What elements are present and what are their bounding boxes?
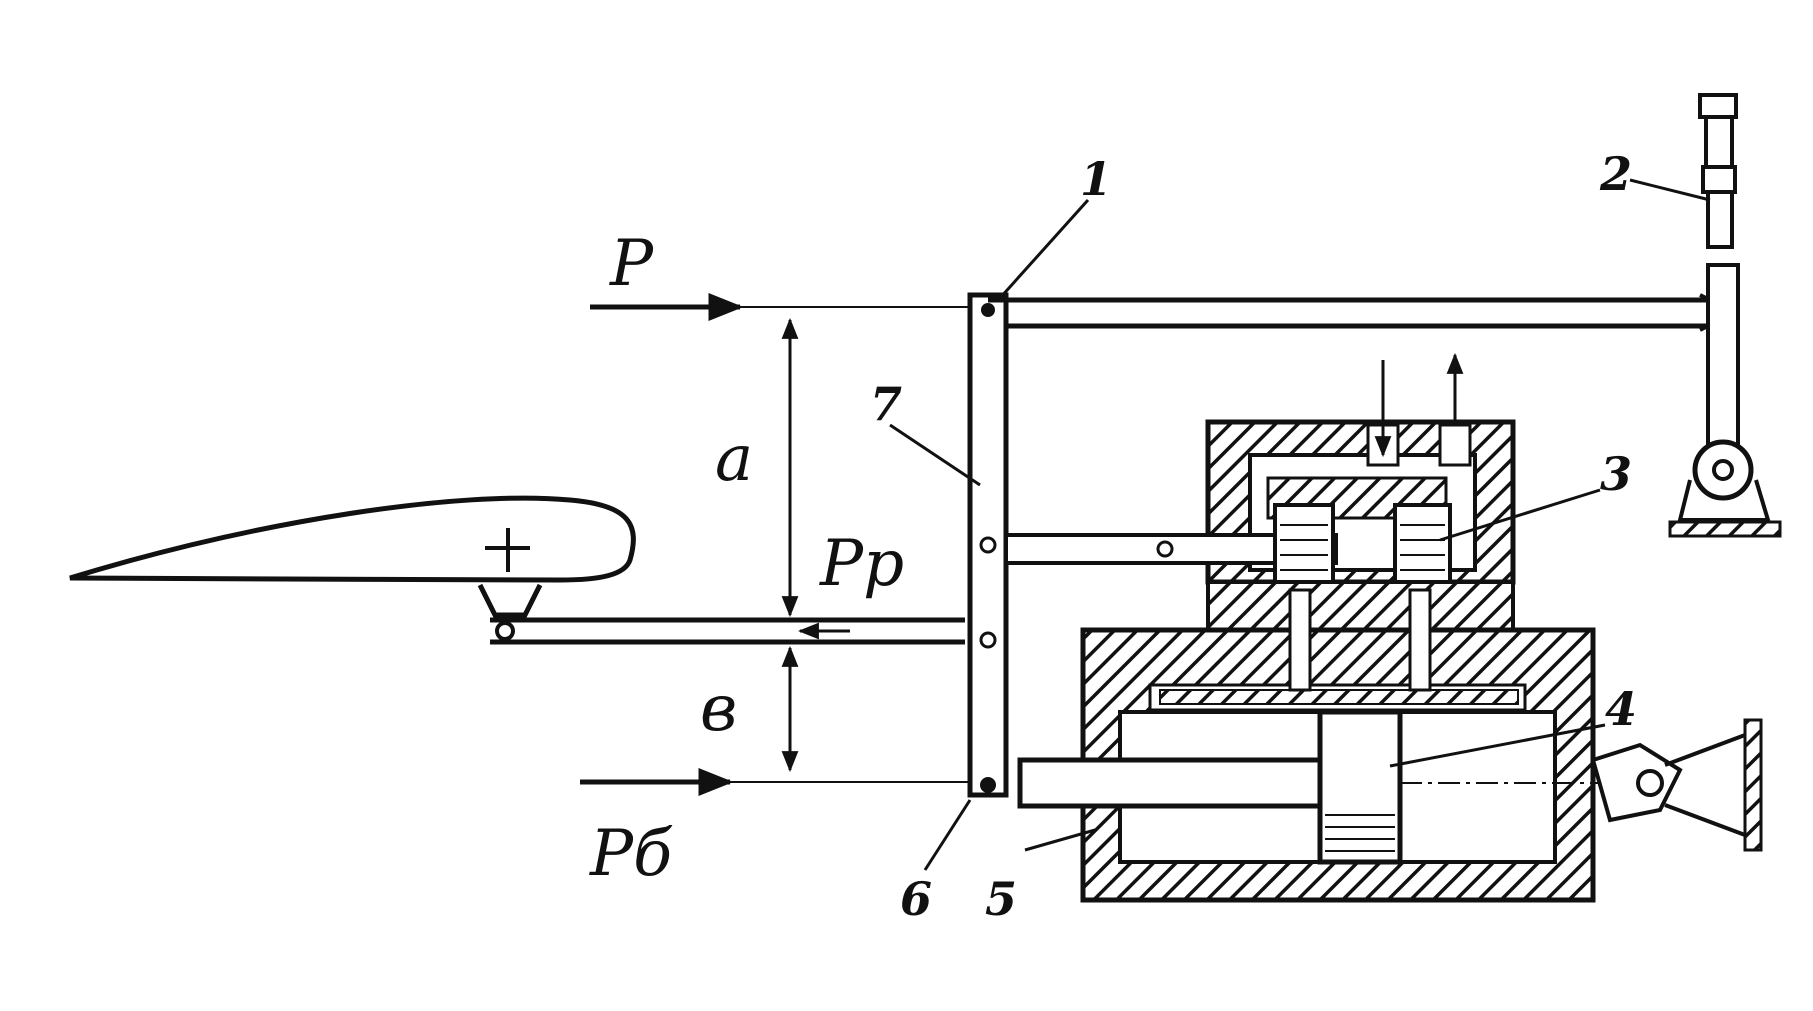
control-stick-2 (1668, 93, 1782, 538)
force-p-label: P (609, 227, 654, 301)
airfoil (69, 495, 636, 618)
actuator-cylinder-5 (1017, 580, 1763, 903)
lever-7 (967, 292, 1009, 798)
force-pb-label: Pб (589, 817, 673, 891)
spool-valve-3 (1004, 352, 1516, 585)
dimension-b-label: в (700, 672, 737, 746)
force-pr-label: Pр (819, 527, 904, 601)
callout-6: 6 (900, 872, 932, 926)
callout-5: 5 (985, 872, 1017, 926)
callout-4: 4 (1605, 682, 1637, 736)
dimension-a-label: a (715, 422, 753, 496)
callout-1: 1 (1080, 152, 1112, 206)
control-rod (490, 617, 965, 645)
callout-2: 2 (1599, 147, 1632, 201)
callout-7: 7 (870, 377, 902, 431)
leader-lines (889, 178, 1711, 871)
link-rod-1 (988, 293, 1740, 332)
callout-3: 3 (1600, 447, 1632, 501)
